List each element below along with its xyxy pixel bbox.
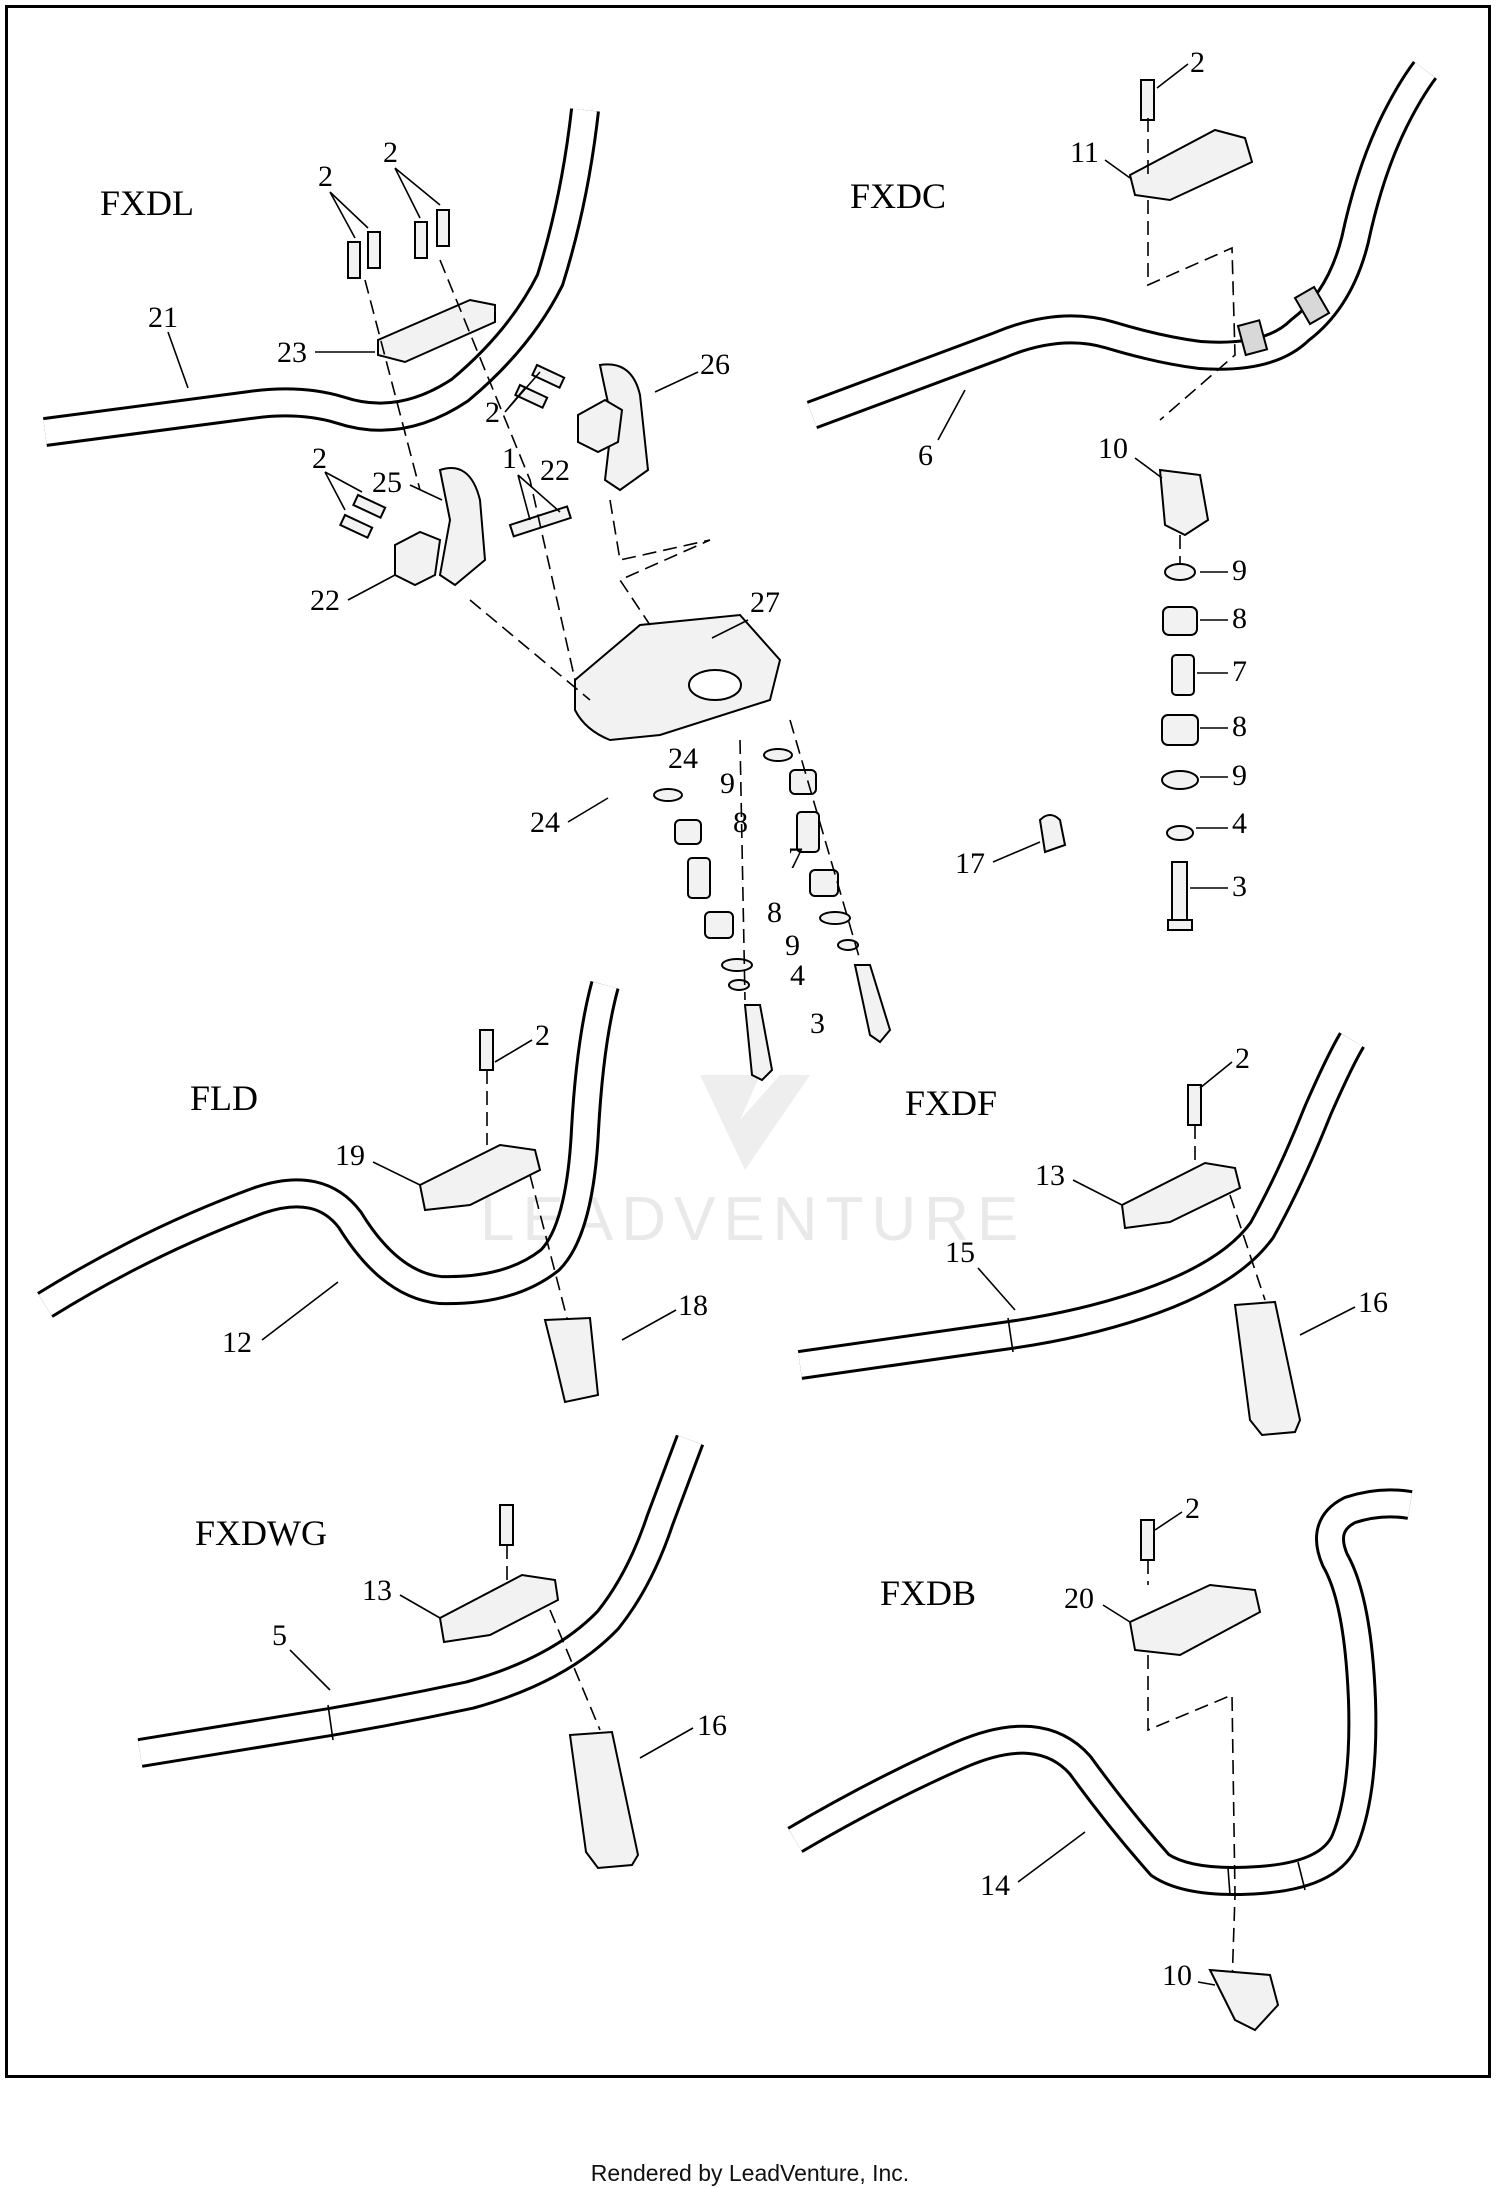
fld-assembly: 2 19 12 18 bbox=[37, 981, 708, 1404]
callout-fxdc-4: 4 bbox=[1232, 807, 1247, 840]
fxdf-assembly: 2 13 15 16 bbox=[797, 1032, 1388, 1437]
fxdl-riser-25 bbox=[438, 467, 487, 587]
fxdc-clip-17 bbox=[1038, 814, 1067, 854]
model-label-fxdl: FXDL bbox=[100, 183, 194, 223]
model-label-fxdwg: FXDWG bbox=[195, 1513, 327, 1553]
callout-fxdl-23: 23 bbox=[277, 336, 307, 369]
callout-fxdb-2: 2 bbox=[1185, 1492, 1200, 1525]
fxdl-isolator-stack bbox=[653, 748, 892, 1082]
callout-fxdl-24-b: 24 bbox=[530, 806, 560, 839]
callout-fxdl-21: 21 bbox=[148, 301, 178, 334]
callout-fld-2: 2 bbox=[535, 1019, 550, 1052]
fxdwg-riser bbox=[568, 1730, 640, 1870]
fxdc-assembly: 2 11 6 10 9 8 7 8 9 4 3 17 bbox=[806, 46, 1438, 931]
fxdl-top-clamp bbox=[377, 298, 496, 364]
callout-fxdf-13: 13 bbox=[1035, 1159, 1065, 1192]
callout-fxdl-25: 25 bbox=[372, 466, 402, 499]
callout-fxdl-bolt-b: 2 bbox=[383, 136, 398, 169]
fxdl-assembly: 2 2 21 23 2 26 2 1 22 25 22 27 24 24 9 8… bbox=[43, 108, 892, 1082]
model-label-fld: FLD bbox=[190, 1078, 258, 1118]
fld-riser bbox=[543, 1316, 600, 1404]
callout-fxdf-15: 15 bbox=[945, 1236, 975, 1269]
callout-fxdc-9-b: 9 bbox=[1232, 759, 1247, 792]
callout-fxdb-14: 14 bbox=[980, 1869, 1010, 1902]
callout-fxdl-2d: 2 bbox=[312, 442, 327, 475]
fxdl-lower-clamp-left bbox=[394, 530, 442, 587]
fxdl-lower-clamp-right bbox=[577, 398, 624, 454]
model-label-fxdb: FXDB bbox=[880, 1573, 976, 1613]
callout-fxdl-24-a: 24 bbox=[668, 742, 698, 775]
fxdf-riser bbox=[1233, 1300, 1302, 1437]
fxdl-riser-bracket bbox=[574, 613, 782, 742]
callout-fxdb-10: 10 bbox=[1162, 1959, 1192, 1992]
callout-fxdwg-13: 13 bbox=[362, 1574, 392, 1607]
callout-fxdl-22-left: 22 bbox=[310, 584, 340, 617]
callout-fld-18: 18 bbox=[678, 1289, 708, 1322]
fxdwg-assembly: 13 5 16 bbox=[137, 1434, 727, 1870]
callout-fxdc-2: 2 bbox=[1190, 46, 1205, 79]
fxdc-bolt bbox=[1140, 79, 1155, 121]
callout-fxdl-27: 27 bbox=[750, 586, 780, 619]
callout-fxdc-6: 6 bbox=[918, 439, 933, 472]
callout-fxdl-2c: 2 bbox=[485, 396, 500, 429]
callout-fxdb-20: 20 bbox=[1064, 1582, 1094, 1615]
callout-fxdwg-16: 16 bbox=[697, 1709, 727, 1742]
fxdb-riser bbox=[1208, 1968, 1280, 2032]
fxdb-assembly: 2 20 14 10 bbox=[787, 1488, 1413, 2032]
callout-fxdl-8-b: 8 bbox=[767, 896, 782, 929]
fxdc-top-clamp bbox=[1128, 128, 1254, 202]
callout-fxdc-11: 11 bbox=[1070, 136, 1099, 169]
callout-fxdc-8-a: 8 bbox=[1232, 602, 1247, 635]
callout-fxdc-3: 3 bbox=[1232, 870, 1247, 903]
fxdwg-top-clamp bbox=[438, 1573, 560, 1644]
diagram-frame bbox=[5, 5, 1491, 2078]
callout-fxdf-2: 2 bbox=[1235, 1042, 1250, 1075]
callout-fxdl-4: 4 bbox=[790, 959, 805, 992]
model-label-fxdc: FXDC bbox=[850, 176, 946, 216]
callout-fxdl-9-b: 9 bbox=[785, 929, 800, 962]
fxdl-top-bolts bbox=[347, 209, 450, 279]
callout-fxdc-8-b: 8 bbox=[1232, 710, 1247, 743]
callout-fxdl-9-a: 9 bbox=[720, 767, 735, 800]
callout-fxdl-26: 26 bbox=[700, 348, 730, 381]
fxdc-riser bbox=[1158, 468, 1210, 537]
callout-fld-19: 19 bbox=[335, 1139, 365, 1172]
callout-fxdl-22-right: 22 bbox=[540, 454, 570, 487]
callout-fxdc-10: 10 bbox=[1098, 432, 1128, 465]
callout-fxdwg-5: 5 bbox=[272, 1619, 287, 1652]
callout-fxdl-1: 1 bbox=[502, 442, 517, 475]
fxdl-riser-26 bbox=[598, 363, 650, 492]
callout-fxdl-8-a: 8 bbox=[733, 806, 748, 839]
callout-fld-12: 12 bbox=[222, 1326, 252, 1359]
fld-top-clamp bbox=[418, 1143, 542, 1212]
callout-fxdl-bolt-a: 2 bbox=[318, 160, 333, 193]
fxdb-top-clamp bbox=[1128, 1583, 1262, 1657]
callout-fxdc-7: 7 bbox=[1232, 655, 1247, 688]
footer-credit: Rendered by LeadVenture, Inc. bbox=[590, 2160, 910, 2186]
callout-fxdl-7: 7 bbox=[788, 842, 803, 875]
callout-fxdc-9-a: 9 bbox=[1232, 554, 1247, 587]
callout-fxdl-3: 3 bbox=[810, 1007, 825, 1040]
fxdf-top-clamp bbox=[1120, 1161, 1242, 1230]
model-label-fxdf: FXDF bbox=[905, 1083, 997, 1123]
callout-fxdc-17: 17 bbox=[955, 847, 985, 880]
callout-fxdf-16: 16 bbox=[1358, 1286, 1388, 1319]
